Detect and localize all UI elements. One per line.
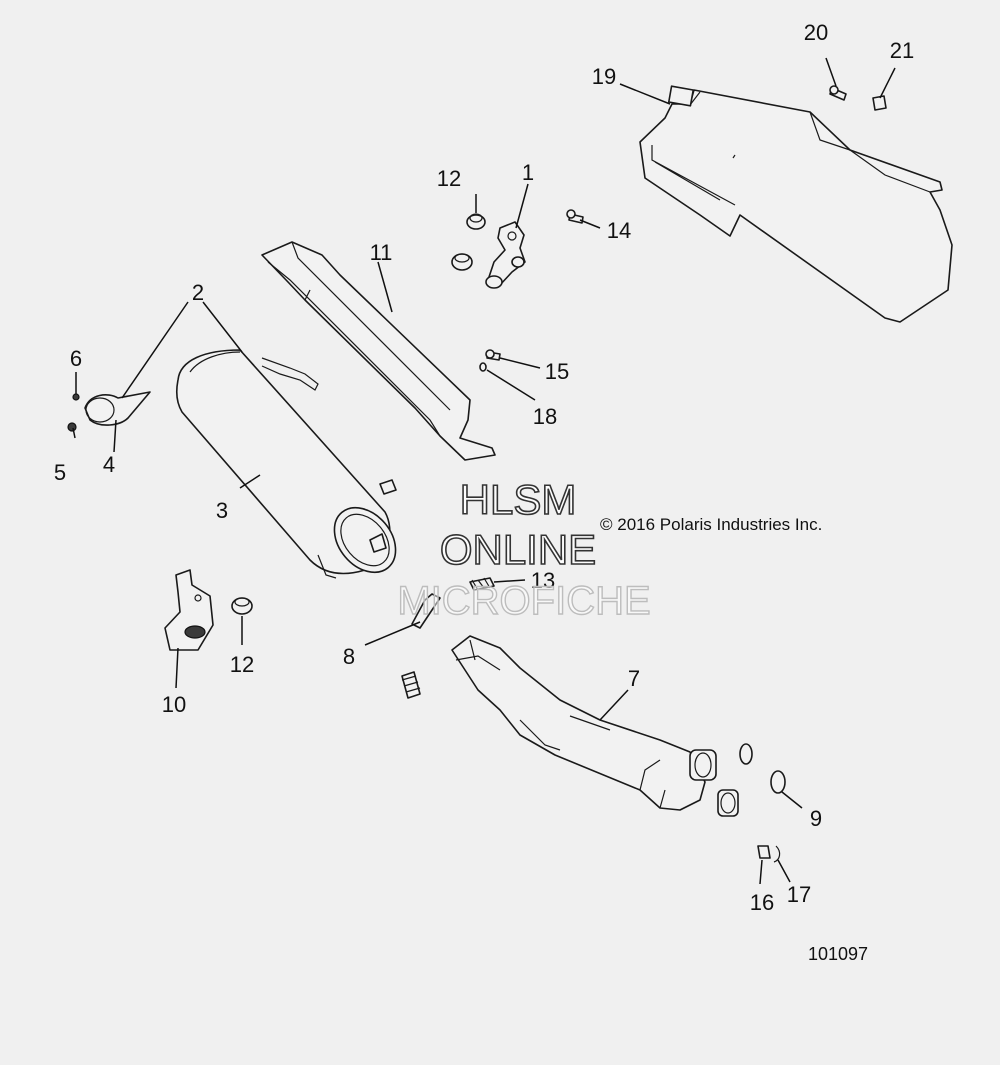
callout-19: 19 <box>592 64 616 89</box>
watermark-line-3: MICROFICHE <box>397 579 650 623</box>
part-20-bolt <box>829 85 847 101</box>
part-15-bolt <box>485 349 501 361</box>
part-8-stud <box>411 593 441 629</box>
callout-10: 10 <box>162 692 186 717</box>
spring-lower <box>401 671 421 699</box>
callout-4: 4 <box>103 452 115 477</box>
part-14-bolt <box>566 209 584 224</box>
part-10-bracket <box>164 569 214 651</box>
copyright-notice: © 2016 Polaris Industries Inc. <box>600 515 822 534</box>
callout-5: 5 <box>54 460 66 485</box>
callout-3: 3 <box>216 498 228 523</box>
callout-16: 16 <box>750 890 774 915</box>
part-3-muffler <box>176 349 397 579</box>
callout-21: 21 <box>890 38 914 63</box>
watermark-line-1: HLSM <box>460 476 577 523</box>
part-16-nut <box>757 845 771 859</box>
part-12-grommet-upper <box>451 213 486 271</box>
part-17-clip <box>773 845 781 863</box>
watermark-line-2: ONLINE <box>440 526 596 573</box>
callout-labels: 1 2 3 4 5 6 7 8 9 10 11 12 12 13 14 15 1… <box>54 20 914 915</box>
watermark: HLSM ONLINE MICROFICHE <box>397 475 652 624</box>
part-5-screw <box>67 422 77 432</box>
part-12-grommet-lower <box>231 597 253 615</box>
callout-15: 15 <box>545 359 569 384</box>
callout-14: 14 <box>607 218 631 243</box>
callout-1: 1 <box>522 160 534 185</box>
callout-20: 20 <box>804 20 828 45</box>
callout-11: 11 <box>370 240 393 265</box>
part-21-clip <box>872 95 887 111</box>
part-7-head-pipe <box>451 635 739 817</box>
leader-lines <box>72 57 896 885</box>
callout-12-lower: 12 <box>230 652 254 677</box>
part-9-gasket-upper <box>739 743 753 765</box>
callout-13: 13 <box>531 568 555 593</box>
document-number: 101097 <box>808 944 868 964</box>
part-19-heat-shield <box>639 85 953 323</box>
callout-2: 2 <box>192 280 204 305</box>
callout-12-upper: 12 <box>437 166 461 191</box>
part-18-washer <box>479 362 487 372</box>
callout-8: 8 <box>343 644 355 669</box>
part-6-screw <box>72 393 80 401</box>
callout-17: 17 <box>787 882 811 907</box>
callout-7: 7 <box>628 666 640 691</box>
callout-9: 9 <box>810 806 822 831</box>
part-9-gasket-lower <box>770 770 786 794</box>
part-4-spark-arrestor-cone <box>84 391 151 426</box>
callout-18: 18 <box>533 404 557 429</box>
callout-6: 6 <box>70 346 82 371</box>
part-13-spring <box>469 577 495 591</box>
part-11-muffler-shield <box>261 241 496 461</box>
part-1-bracket <box>485 221 526 289</box>
